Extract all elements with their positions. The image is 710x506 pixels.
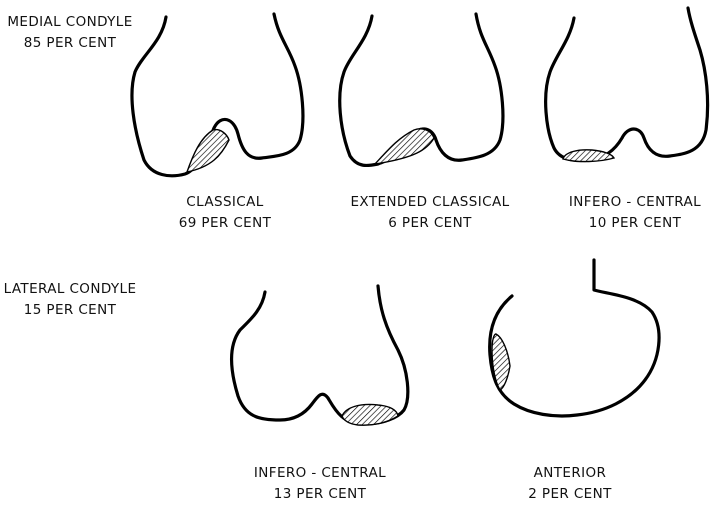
group-label-lateral: LATERAL CONDYLE 15 PER CENT (0, 279, 140, 321)
caption-percent: 10 PER CENT (562, 213, 708, 234)
caption-title: INFERO - CENTRAL (245, 463, 395, 484)
caption-percent: 6 PER CENT (345, 213, 515, 234)
caption-infero-central-lateral: INFERO - CENTRAL 13 PER CENT (245, 463, 395, 505)
caption-title: CLASSICAL (150, 192, 300, 213)
caption-percent: 69 PER CENT (150, 213, 300, 234)
caption-extended-classical: EXTENDED CLASSICAL 6 PER CENT (345, 192, 515, 234)
caption-anterior: ANTERIOR 2 PER CENT (510, 463, 630, 505)
lesion-extended-classical (375, 129, 434, 164)
figure-classical (132, 14, 303, 176)
femur-outline (546, 8, 708, 161)
figure-infero-central-lateral (232, 286, 408, 425)
group-percent: 85 PER CENT (0, 33, 140, 54)
figure-extended-classical (340, 14, 503, 166)
group-name: MEDIAL CONDYLE (0, 12, 140, 33)
caption-title: ANTERIOR (510, 463, 630, 484)
lesion-infero-central-medial (563, 150, 614, 162)
lesion-classical (187, 130, 229, 172)
group-label-medial: MEDIAL CONDYLE 85 PER CENT (0, 12, 140, 54)
caption-title: EXTENDED CLASSICAL (345, 192, 515, 213)
femur-outline (490, 260, 659, 416)
figure-infero-central-medial (546, 8, 708, 162)
femur-outline (232, 286, 408, 424)
caption-percent: 2 PER CENT (510, 484, 630, 505)
caption-percent: 13 PER CENT (245, 484, 395, 505)
caption-infero-central-medial: INFERO - CENTRAL 10 PER CENT (562, 192, 708, 234)
figure-anterior (490, 260, 659, 416)
caption-classical: CLASSICAL 69 PER CENT (150, 192, 300, 234)
lesion-infero-central-lateral (342, 404, 398, 425)
caption-title: INFERO - CENTRAL (562, 192, 708, 213)
group-percent: 15 PER CENT (0, 300, 140, 321)
group-name: LATERAL CONDYLE (0, 279, 140, 300)
